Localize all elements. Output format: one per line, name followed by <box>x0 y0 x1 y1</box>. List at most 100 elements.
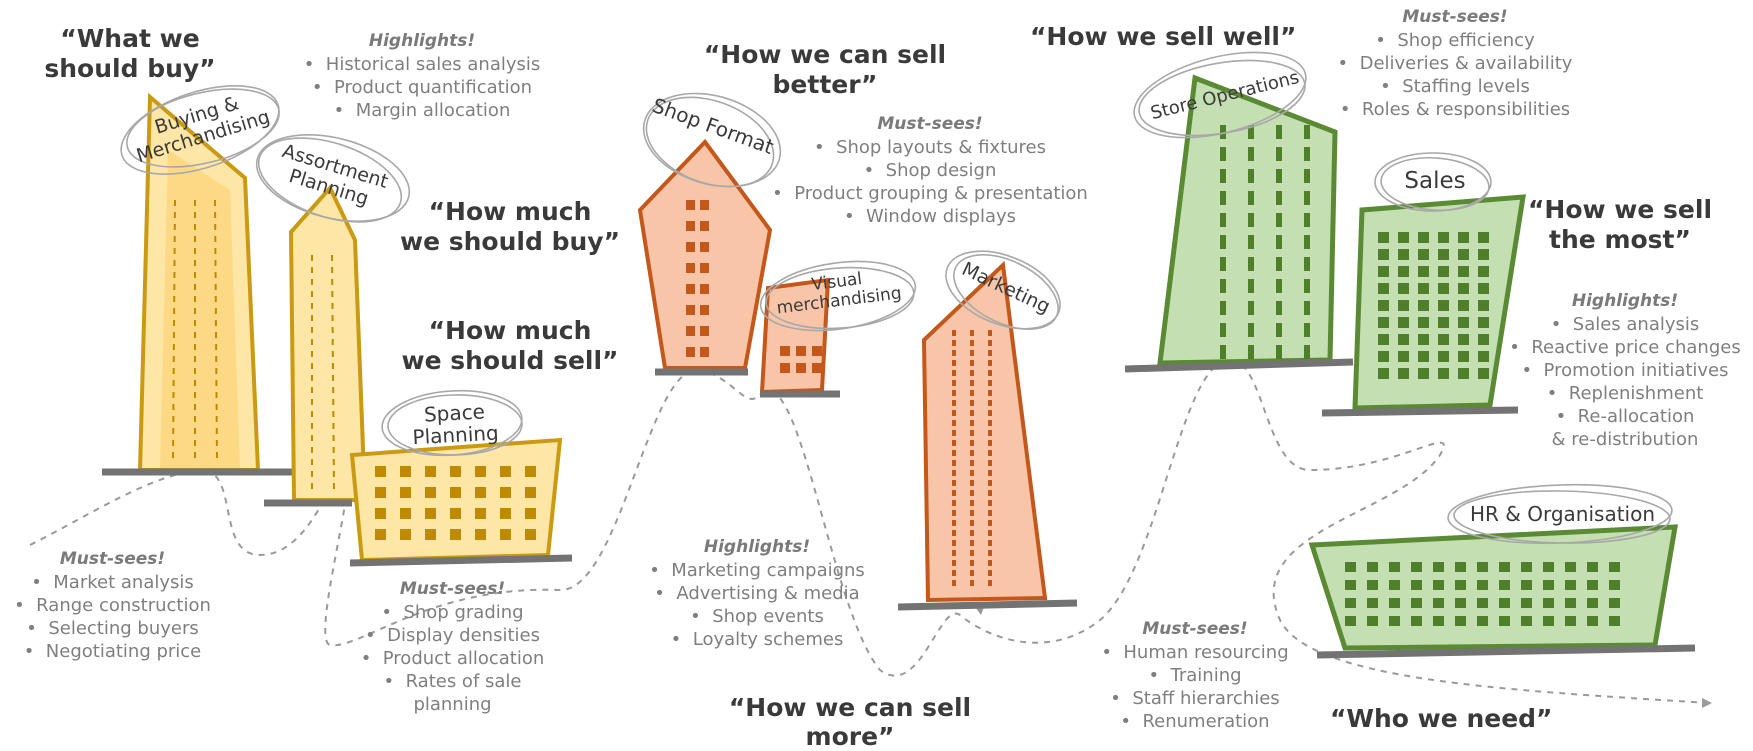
window <box>970 470 974 476</box>
block-buying-mustsees-item: Market analysis <box>0 571 225 594</box>
label-sales: Sales <box>1390 168 1480 194</box>
building-space <box>349 437 573 567</box>
window <box>1521 616 1532 626</box>
window <box>988 470 992 476</box>
oval-visual-2 <box>765 266 915 330</box>
window <box>686 242 695 252</box>
building-assortment <box>264 184 368 507</box>
window <box>1418 368 1429 379</box>
block-shop-mustsees: Must-sees! Shop layouts & fixtures Shop … <box>765 113 1095 228</box>
window <box>988 530 992 536</box>
block-buying-highlights-item: Margin allocation <box>282 99 562 122</box>
window <box>686 347 695 357</box>
quote-sell-most-line2: the most” <box>1549 225 1691 254</box>
window <box>970 560 974 566</box>
window <box>1543 562 1554 572</box>
block-marketing-highlights-item: Advertising & media <box>622 582 892 605</box>
block-marketing-highlights-heading: Highlights! <box>703 537 811 557</box>
window <box>425 466 436 477</box>
window <box>525 487 536 498</box>
window <box>988 510 992 516</box>
window <box>1367 598 1378 608</box>
window <box>780 363 790 373</box>
window <box>1565 580 1576 590</box>
window <box>952 350 956 356</box>
quote-how-much-buy-line1: “How much <box>428 197 592 226</box>
window <box>952 490 956 496</box>
window <box>812 346 822 356</box>
window <box>700 200 709 210</box>
window <box>952 450 956 456</box>
window <box>970 350 974 356</box>
quote-how-much-buy-line2: we should buy” <box>400 227 620 256</box>
window <box>1455 562 1466 572</box>
window <box>1276 323 1282 337</box>
block-sales-highlights: Highlights! Sales analysis Reactive pric… <box>1500 290 1750 451</box>
window <box>1455 598 1466 608</box>
window <box>450 508 461 519</box>
window <box>970 570 974 576</box>
window <box>1477 616 1488 626</box>
window <box>1433 562 1444 572</box>
window <box>1248 147 1254 161</box>
window <box>1543 580 1554 590</box>
road-arrow-2 <box>1702 698 1712 708</box>
window <box>970 520 974 526</box>
building-marketing <box>897 260 1078 611</box>
window <box>952 380 956 386</box>
block-buying-mustsees-heading: Must-sees! <box>59 549 166 569</box>
window <box>1389 616 1400 626</box>
window <box>1220 213 1226 227</box>
window <box>425 508 436 519</box>
window <box>1276 279 1282 293</box>
window <box>1458 283 1469 294</box>
window <box>1398 334 1409 345</box>
block-buying-highlights-heading: Highlights! <box>368 31 476 51</box>
window <box>812 363 822 373</box>
window <box>988 370 992 376</box>
window <box>1398 351 1409 362</box>
building-visual <box>759 277 840 398</box>
window <box>1248 279 1254 293</box>
window <box>988 580 992 586</box>
window <box>1248 169 1254 183</box>
quote-sell-better: “How we can sell better” <box>700 40 950 100</box>
window <box>1565 598 1576 608</box>
window <box>1276 213 1282 227</box>
window <box>988 330 992 336</box>
window <box>970 510 974 516</box>
window <box>1304 345 1310 359</box>
window <box>1398 249 1409 260</box>
window <box>952 410 956 416</box>
window <box>375 508 386 519</box>
quote-what-buy-line2: should buy” <box>44 54 216 83</box>
window <box>1418 283 1429 294</box>
block-store-mustsees-item: Deliveries & availability <box>1325 52 1585 75</box>
window <box>1378 317 1389 328</box>
window <box>686 326 695 336</box>
window <box>970 330 974 336</box>
window <box>952 440 956 446</box>
window <box>1521 562 1532 572</box>
window <box>1220 345 1226 359</box>
window <box>450 466 461 477</box>
oval-buying-2 <box>126 88 280 168</box>
block-shop-mustsees-item: Shop layouts & fixtures <box>765 136 1095 159</box>
block-hr-mustsees: Must-sees! Human resourcing Training Sta… <box>1085 618 1305 733</box>
window <box>1248 323 1254 337</box>
window <box>970 490 974 496</box>
window <box>1609 562 1620 572</box>
window <box>1398 317 1409 328</box>
window <box>1276 235 1282 249</box>
window <box>1609 598 1620 608</box>
window <box>1458 334 1469 345</box>
window <box>988 550 992 556</box>
quote-sell-well-line1: “How we sell well” <box>1030 22 1297 51</box>
window <box>1499 616 1510 626</box>
window <box>970 390 974 396</box>
quote-what-buy: “What we should buy” <box>30 24 230 84</box>
window <box>1389 598 1400 608</box>
window <box>375 466 386 477</box>
window <box>1499 598 1510 608</box>
